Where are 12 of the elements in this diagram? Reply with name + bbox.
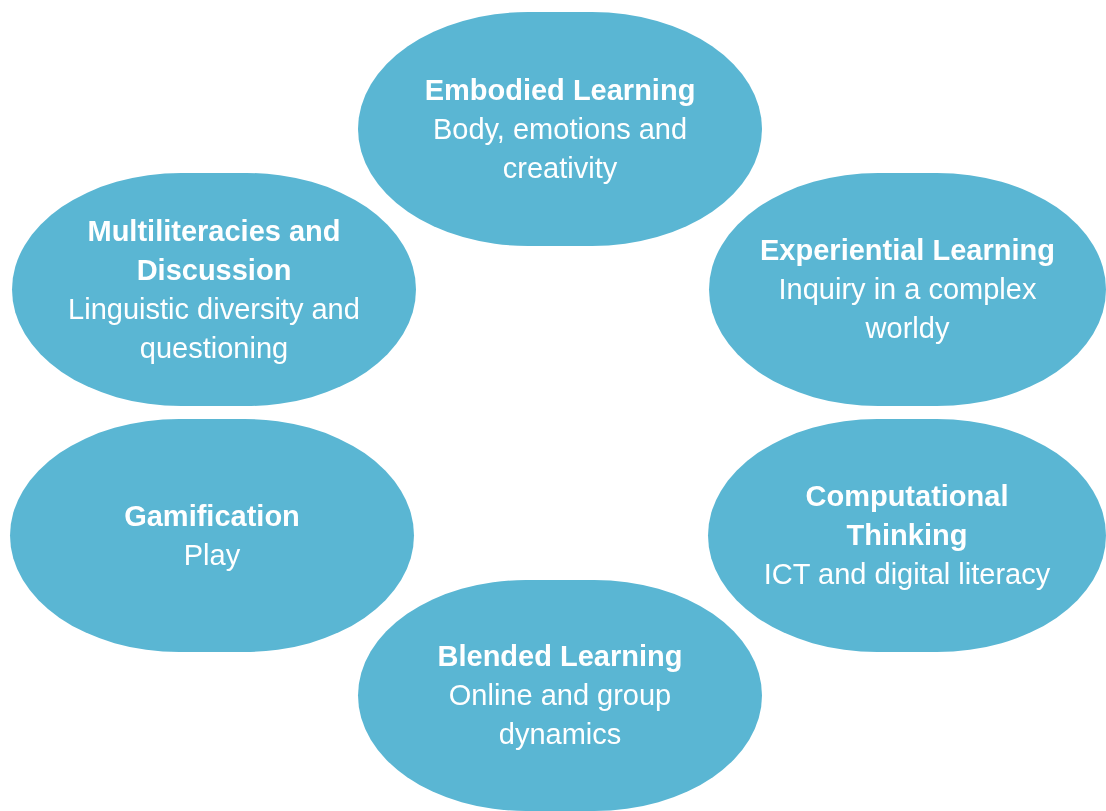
node-heading: Embodied Learning — [424, 72, 696, 108]
node-heading: Multiliteracies and Discussion — [86, 213, 342, 288]
node-description: Online and group dynamics — [447, 678, 673, 752]
node-heading: Blended Learning — [437, 639, 683, 674]
node-heading: Gamification — [124, 498, 300, 534]
node-description: Linguistic diversity and questioning — [67, 291, 361, 366]
node-description: ICT and digital literacy — [763, 557, 1051, 592]
node-heading: Computational Thinking — [804, 479, 1010, 553]
node-description: Inquiry in a complex worldy — [777, 272, 1038, 346]
node-description: Body, emotions and creativity — [431, 111, 689, 186]
node-heading: Experiential Learning — [760, 233, 1055, 268]
node-description: Play — [183, 537, 241, 573]
